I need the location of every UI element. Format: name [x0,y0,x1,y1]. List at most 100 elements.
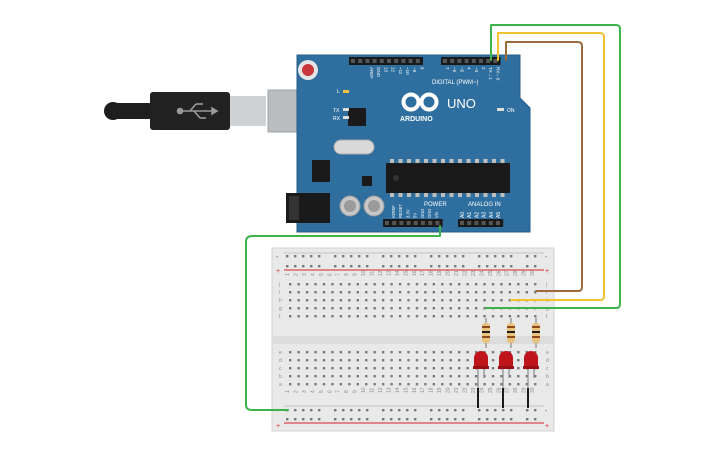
breadboard-hole[interactable] [381,291,385,294]
rail-hole[interactable] [390,255,393,258]
breadboard-hole[interactable] [356,367,359,370]
breadboard-hole[interactable] [289,351,292,354]
breadboard-hole[interactable] [356,315,359,318]
rail-hole[interactable] [430,265,433,268]
breadboard-hole[interactable] [483,383,486,386]
breadboard-hole[interactable] [305,383,309,386]
breadboard-hole[interactable] [398,375,402,378]
breadboard-hole[interactable] [424,367,427,370]
breadboard-hole[interactable] [500,351,503,354]
wires[interactable] [245,24,621,411]
rail-hole[interactable] [414,255,417,258]
rail-hole[interactable] [478,265,481,268]
breadboard-hole[interactable] [398,383,402,386]
breadboard-hole[interactable] [500,383,503,386]
breadboard-hole[interactable] [415,383,419,386]
digital-pin-socket[interactable] [471,59,476,63]
breadboard-hole[interactable] [441,307,444,310]
breadboard-hole[interactable] [466,307,469,310]
breadboard-hole[interactable] [517,315,520,318]
breadboard-hole[interactable] [415,291,419,294]
breadboard-hole[interactable] [289,283,292,286]
breadboard-hole[interactable] [449,367,452,370]
rail-hole[interactable] [310,255,313,258]
rail-hole[interactable] [382,409,385,412]
breadboard-hole[interactable] [339,367,343,370]
breadboard-hole[interactable] [365,299,368,302]
breadboard-hole[interactable] [322,359,326,362]
breadboard-hole[interactable] [466,375,469,378]
rail-hole[interactable] [414,265,417,268]
power-pin-socket[interactable] [413,221,418,225]
rail-hole[interactable] [350,418,353,421]
breadboard-hole[interactable] [466,367,469,370]
breadboard-hole[interactable] [483,315,486,318]
breadboard-hole[interactable] [398,299,402,302]
rail-hole[interactable] [502,255,505,258]
rail-hole[interactable] [462,265,465,268]
breadboard-hole[interactable] [322,299,326,302]
rail-hole[interactable] [390,409,393,412]
breadboard-hole[interactable] [398,315,402,318]
rail-hole[interactable] [430,255,433,258]
rail-hole[interactable] [350,409,353,412]
breadboard-hole[interactable] [525,383,528,386]
breadboard-hole[interactable] [508,375,512,378]
digital-pin-socket[interactable] [387,59,391,63]
breadboard-hole[interactable] [373,291,376,294]
rail-hole[interactable] [438,418,441,421]
breadboard-hole[interactable] [339,375,343,378]
breadboard-hole[interactable] [390,367,393,370]
breadboard-hole[interactable] [314,307,317,310]
breadboard-hole[interactable] [424,383,427,386]
breadboard-hole[interactable] [322,307,326,310]
breadboard-hole[interactable] [365,283,368,286]
breadboard-hole[interactable] [449,351,452,354]
digital-pin-socket[interactable] [464,59,469,63]
breadboard-hole[interactable] [491,299,495,302]
digital-pin-socket[interactable] [379,59,384,63]
breadboard-hole[interactable] [458,307,461,310]
rail-hole[interactable] [334,265,337,268]
breadboard-hole[interactable] [407,351,410,354]
rail-hole[interactable] [350,255,353,258]
rail-hole[interactable] [526,265,529,268]
reset-button[interactable] [302,64,314,76]
breadboard-hole[interactable] [474,307,478,310]
rail-hole[interactable] [382,255,385,258]
rail-hole[interactable] [318,418,321,421]
breadboard-hole[interactable] [432,351,436,354]
rail-hole[interactable] [494,255,497,258]
breadboard-hole[interactable] [424,375,427,378]
breadboard-hole[interactable] [365,375,368,378]
rail-hole[interactable] [318,255,321,258]
breadboard-hole[interactable] [331,383,334,386]
power-pin-socket[interactable] [392,221,397,225]
digital-pin-socket[interactable] [486,59,491,63]
breadboard-hole[interactable] [339,359,343,362]
rail-hole[interactable] [438,265,441,268]
breadboard-hole[interactable] [348,315,351,318]
breadboard-hole[interactable] [390,375,393,378]
rail-hole[interactable] [310,418,313,421]
rail-hole[interactable] [494,409,497,412]
breadboard-hole[interactable] [390,291,393,294]
rail-hole[interactable] [358,409,361,412]
breadboard-hole[interactable] [458,283,461,286]
rail-hole[interactable] [462,409,465,412]
breadboard-hole[interactable] [297,359,300,362]
rail-hole[interactable] [446,409,449,412]
breadboard-hole[interactable] [500,375,503,378]
breadboard-hole[interactable] [314,351,317,354]
rail-hole[interactable] [334,409,337,412]
analog-pin-socket[interactable] [460,221,464,225]
breadboard-hole[interactable] [356,359,359,362]
breadboard-hole[interactable] [508,283,512,286]
breadboard-hole[interactable] [322,283,326,286]
breadboard-hole[interactable] [441,359,444,362]
components[interactable] [473,318,540,408]
breadboard-hole[interactable] [373,375,376,378]
breadboard-hole[interactable] [314,359,317,362]
rail-hole[interactable] [462,418,465,421]
breadboard-hole[interactable] [407,315,410,318]
